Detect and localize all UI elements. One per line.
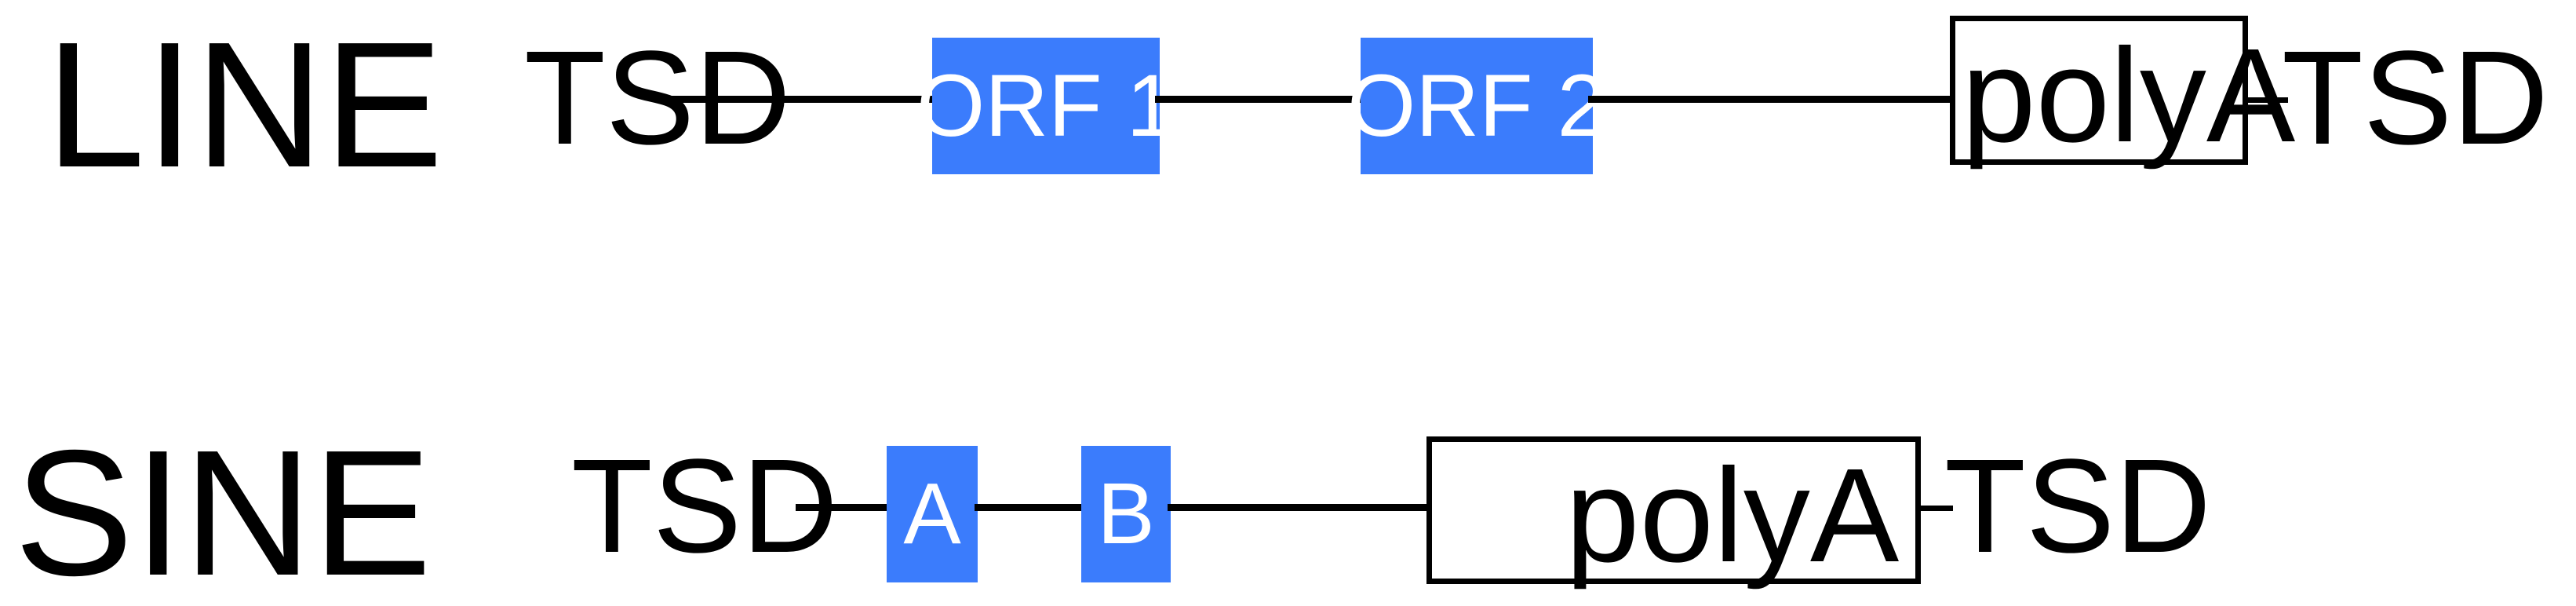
sine-connector-polya-to-tsd xyxy=(1915,506,1953,511)
sine-box-b[interactable]: B xyxy=(1081,446,1171,582)
row-label-line: LINE xyxy=(46,5,443,205)
sine-connector-a-to-b xyxy=(975,504,1086,511)
line-connector-tsd-to-orf1 xyxy=(672,96,935,103)
line-tsd-right-label: TSD xyxy=(2282,24,2549,173)
sine-box-b-label: B xyxy=(1097,465,1155,562)
sine-connector-b-to-polya xyxy=(1168,504,1431,511)
sine-connector-tsd-to-a xyxy=(796,504,891,511)
sine-polya-box[interactable] xyxy=(1426,436,1921,584)
line-polya-box[interactable] xyxy=(1950,16,2248,165)
row-label-sine: SINE xyxy=(14,414,432,606)
sine-box-a-label: A xyxy=(903,465,961,562)
sine-polya-label: polyA xyxy=(1565,441,1900,590)
line-orf1-box[interactable]: ORF 1 xyxy=(916,38,1175,174)
line-orf2-box[interactable]: ORF 2 xyxy=(1347,38,1606,174)
line-orf1-label: ORF 1 xyxy=(916,57,1175,155)
sine-box-a[interactable]: A xyxy=(887,446,978,582)
line-orf2-label: ORF 2 xyxy=(1347,57,1606,155)
sine-tsd-left-label: TSD xyxy=(571,432,838,581)
line-polya-label: polyA xyxy=(1962,21,2296,170)
line-connector-polya-to-tsd xyxy=(2243,97,2288,103)
line-connector-orf2-to-polya xyxy=(1588,96,1957,103)
sine-tsd-right-label: TSD xyxy=(1944,432,2211,581)
line-connector-orf1-to-orf2 xyxy=(1155,96,1365,103)
